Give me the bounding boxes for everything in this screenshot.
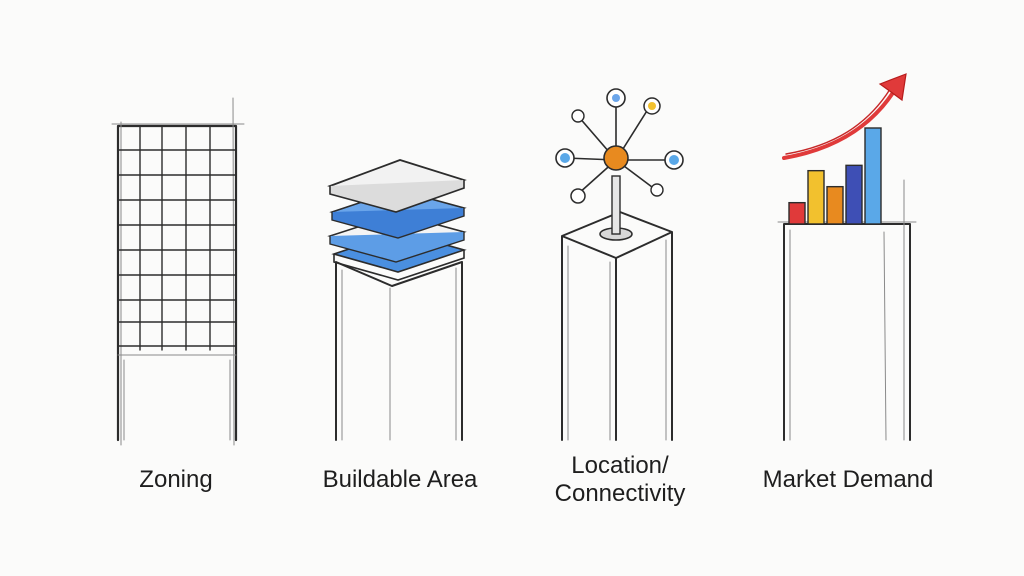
network-stand bbox=[599, 175, 633, 241]
zoning-grid bbox=[117, 125, 237, 351]
market-bar-1 bbox=[788, 201, 806, 225]
network-hub-icon bbox=[603, 145, 629, 171]
zoning-base-lines bbox=[117, 354, 237, 441]
buildable-pillar-frame bbox=[335, 261, 463, 441]
buildable-area-label: Buildable Area bbox=[322, 466, 478, 493]
node-bottom-right-icon bbox=[650, 183, 664, 197]
market-bar-3 bbox=[826, 185, 844, 225]
network-nodes bbox=[555, 88, 684, 204]
node-top-left-icon bbox=[571, 109, 585, 123]
stacked-floor-slabs bbox=[327, 159, 467, 281]
zoning-pillar bbox=[111, 97, 245, 446]
buildable-pillar-sketch-lines bbox=[341, 267, 457, 441]
location-label: Location/ Connectivity bbox=[555, 452, 686, 508]
location-label-line1: Location/ bbox=[571, 452, 669, 479]
trend-arrow-icon bbox=[782, 86, 898, 160]
market-pillar-frame bbox=[783, 223, 911, 441]
location-pillar bbox=[555, 88, 684, 441]
zoning-pillar-sketch-lines bbox=[111, 97, 245, 446]
location-pillar-sketch-lines bbox=[567, 239, 667, 441]
market-bar-5 bbox=[864, 127, 882, 225]
buildable-area-pillar bbox=[327, 159, 467, 441]
node-bottom-left-icon bbox=[570, 188, 586, 204]
market-bar-chart bbox=[788, 127, 882, 225]
market-bar-2 bbox=[807, 169, 825, 225]
location-label-line2: Connectivity bbox=[554, 480, 686, 507]
market-demand-label: Market Demand bbox=[762, 466, 934, 493]
trend-arrow-head-icon bbox=[878, 73, 907, 102]
market-bar-4 bbox=[845, 164, 863, 225]
zoning-pillar-frame bbox=[116, 124, 238, 442]
market-demand-pillar bbox=[777, 73, 917, 441]
network-spokes bbox=[565, 97, 673, 195]
zoning-label: Zoning bbox=[139, 466, 213, 493]
location-pillar-frame bbox=[561, 211, 673, 441]
